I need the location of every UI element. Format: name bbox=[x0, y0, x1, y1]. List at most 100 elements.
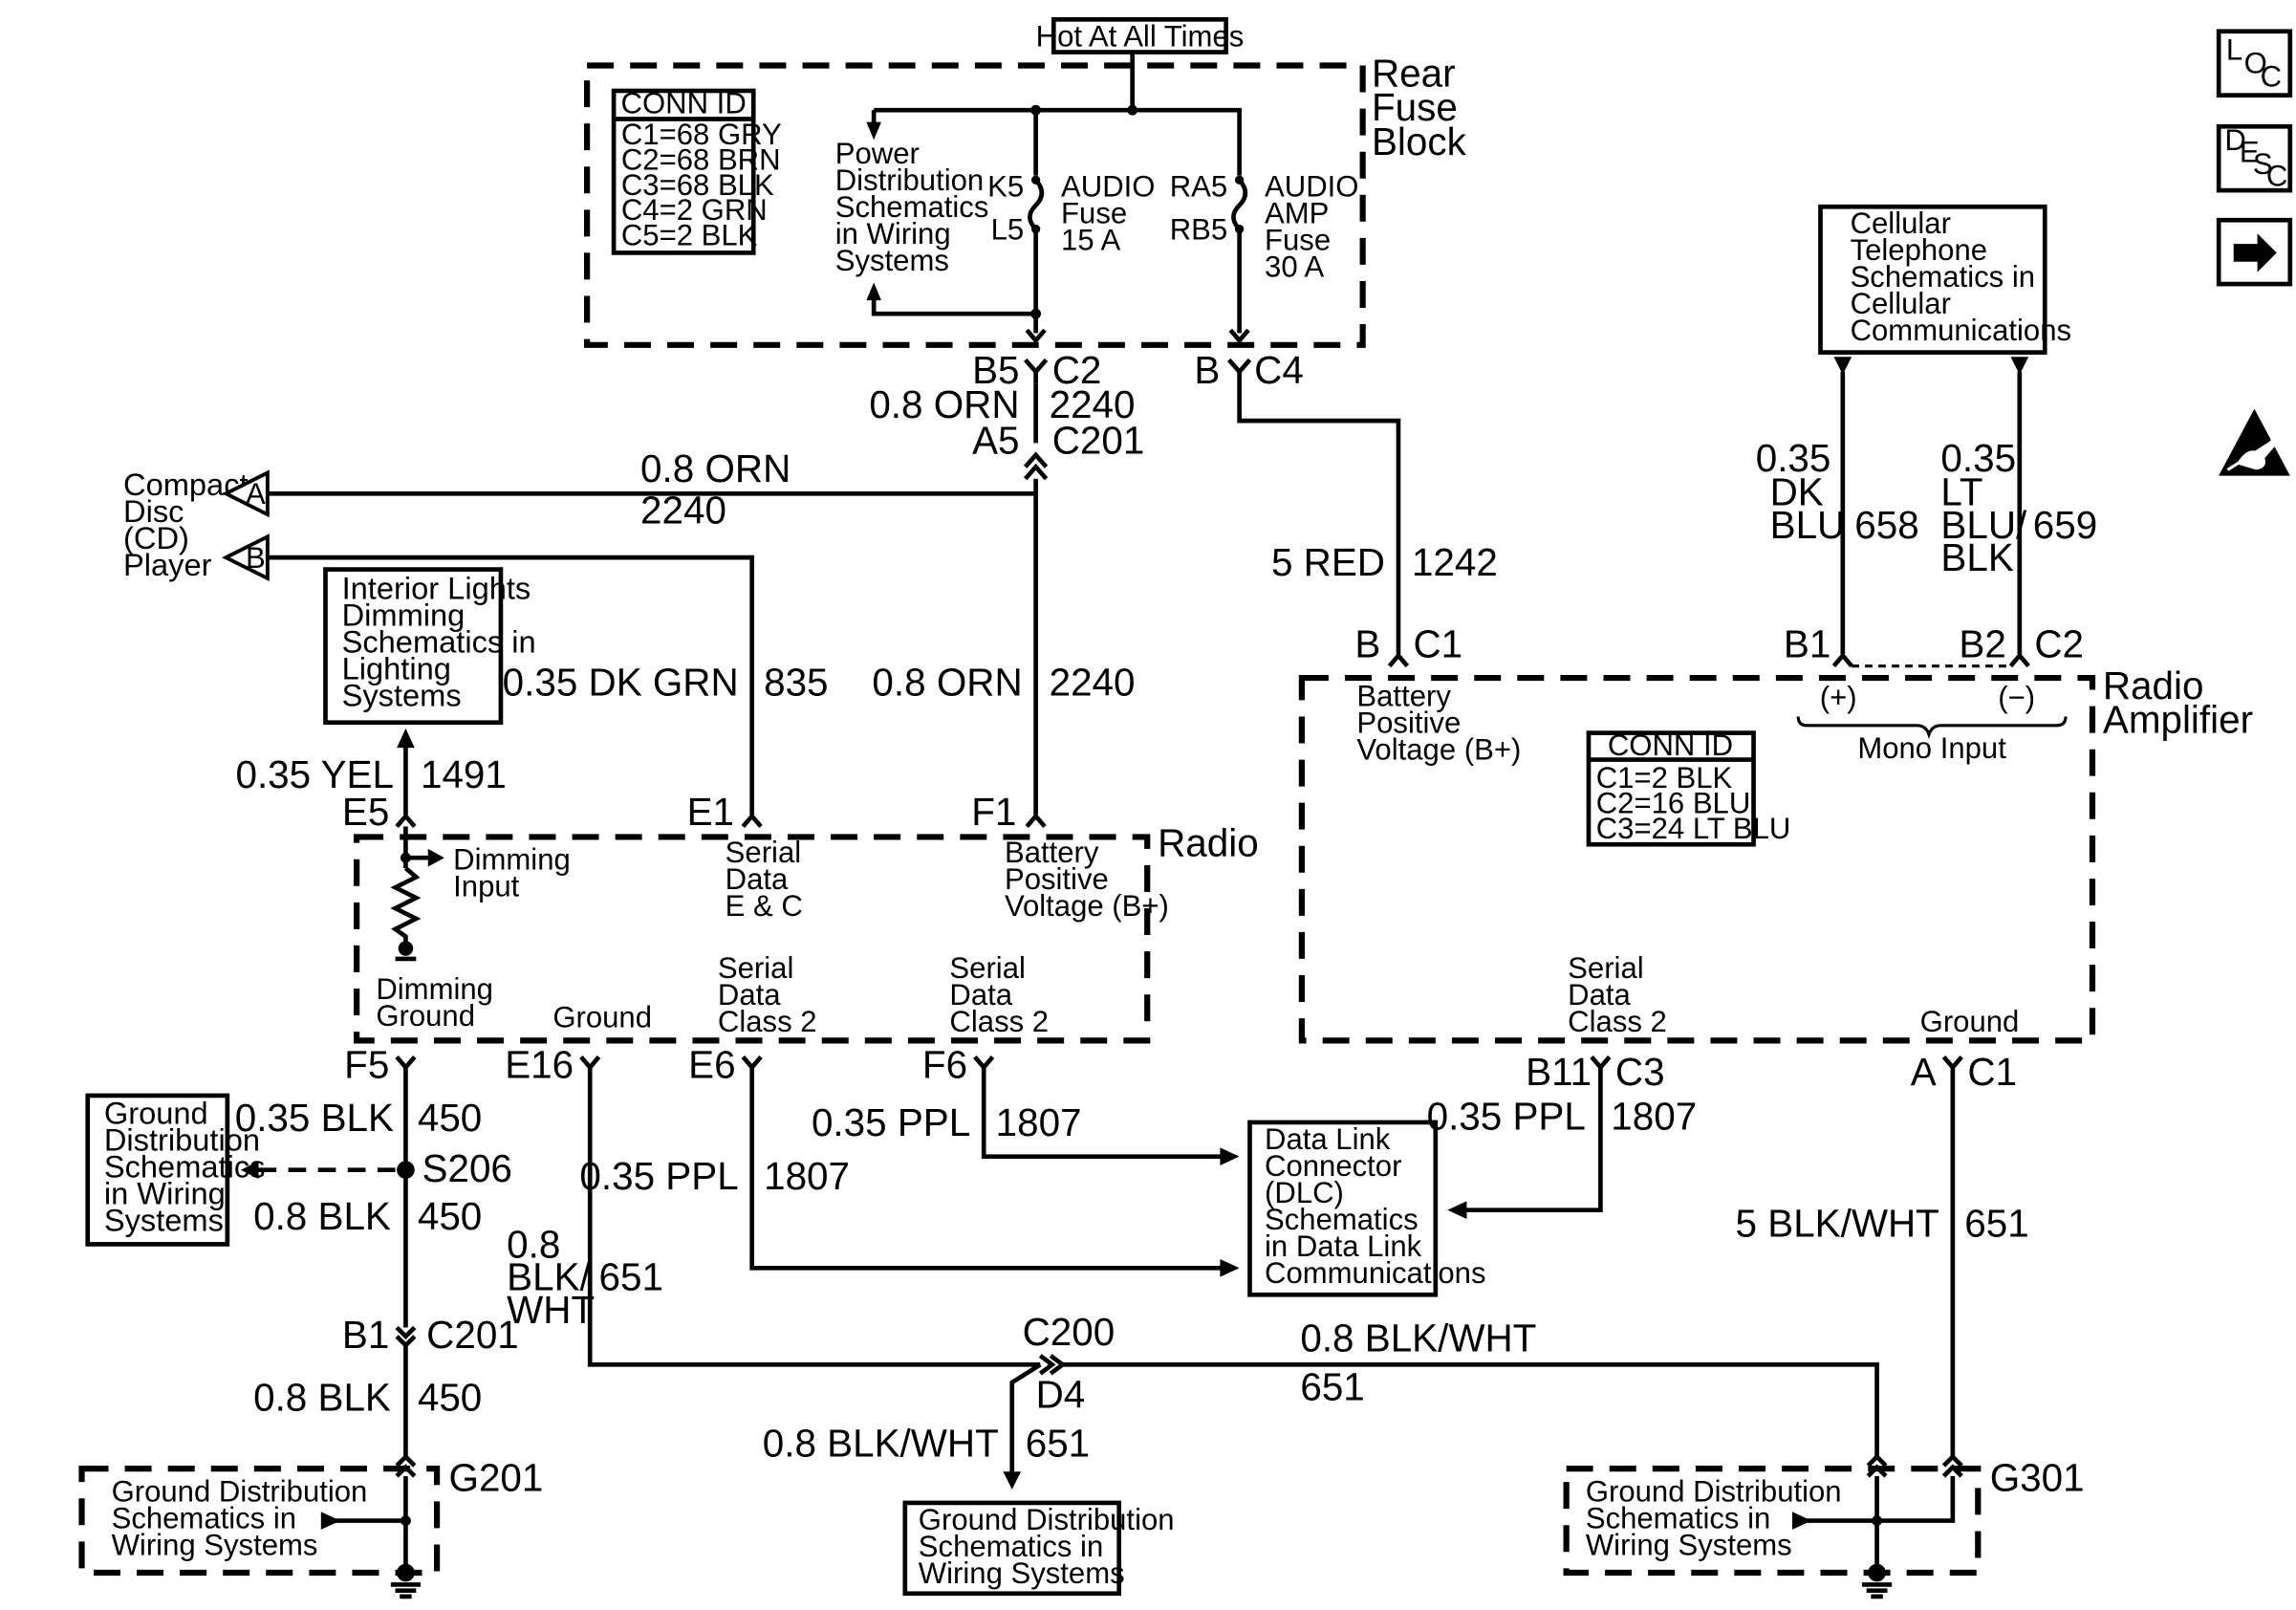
connector-b1-c201: B1 C201 0.8 BLK 450 bbox=[253, 1313, 519, 1457]
svg-text:E: E bbox=[2240, 136, 2260, 169]
svg-text:0.35 PPL: 0.35 PPL bbox=[812, 1100, 970, 1144]
svg-text:Positive: Positive bbox=[1356, 707, 1461, 740]
svg-text:5 RED: 5 RED bbox=[1271, 540, 1385, 584]
svg-text:Systems: Systems bbox=[104, 1202, 224, 1237]
connector-c200-d4: C200 D4 0.8 BLK/WHT 651 bbox=[763, 1310, 1115, 1490]
svg-text:0.8 BLK/WHT: 0.8 BLK/WHT bbox=[1300, 1316, 1536, 1360]
next-arrow-icon-button[interactable] bbox=[2216, 217, 2293, 287]
svg-text:658: 658 bbox=[1854, 503, 1918, 547]
svg-text:Positive: Positive bbox=[1005, 862, 1109, 896]
svg-text:C4: C4 bbox=[1254, 348, 1304, 392]
svg-text:835: 835 bbox=[764, 661, 828, 705]
center-ground-distribution-box: Ground Distribution Schematics in Wiring… bbox=[902, 1500, 1175, 1597]
svg-text:Schematics in: Schematics in bbox=[1851, 260, 2035, 294]
svg-text:Communications: Communications bbox=[1265, 1256, 1485, 1290]
pin-e16: E16 bbox=[505, 1042, 601, 1086]
svg-text:C3: C3 bbox=[1615, 1050, 1665, 1094]
wire-0.8orn-to-cd-player: 0.8 ORN 2240 bbox=[267, 446, 1036, 532]
svg-text:Dimming: Dimming bbox=[342, 598, 466, 633]
ground-g201: G201 Ground Distribution Schematics in W… bbox=[78, 1453, 543, 1599]
svg-text:Ground: Ground bbox=[552, 1000, 652, 1033]
svg-text:0.8 ORN: 0.8 ORN bbox=[872, 661, 1022, 705]
desc-icon-button[interactable]: D E S C bbox=[2216, 123, 2293, 192]
svg-text:Serial: Serial bbox=[949, 951, 1025, 985]
svg-text:B11: B11 bbox=[1526, 1050, 1592, 1094]
cellular-telephone-box: Cellular Telephone Schematics in Cellula… bbox=[1818, 204, 2071, 355]
svg-text:C5=2 BLK: C5=2 BLK bbox=[621, 219, 758, 252]
svg-text:Ground: Ground bbox=[1920, 1005, 2020, 1038]
svg-text:BLU: BLU bbox=[1770, 503, 1846, 547]
svg-text:F6: F6 bbox=[922, 1042, 967, 1086]
svg-text:Battery: Battery bbox=[1005, 836, 1099, 869]
svg-text:1491: 1491 bbox=[421, 752, 507, 796]
svg-text:Fuse: Fuse bbox=[1061, 196, 1127, 229]
svg-text:450: 450 bbox=[418, 1194, 482, 1238]
svg-text:Voltage (B+): Voltage (B+) bbox=[1005, 889, 1169, 923]
svg-text:Schematics: Schematics bbox=[104, 1148, 266, 1184]
svg-text:Amplifier: Amplifier bbox=[2103, 698, 2253, 742]
rear-fuse-block: Rear Fuse Block CONN ID C1=68 GRY C2=68 … bbox=[583, 51, 1467, 348]
svg-text:S: S bbox=[2253, 147, 2273, 181]
svg-text:Fuse: Fuse bbox=[1372, 85, 1458, 129]
svg-text:Distribution: Distribution bbox=[835, 163, 984, 197]
svg-text:L5: L5 bbox=[991, 212, 1025, 246]
svg-text:C1: C1 bbox=[1967, 1050, 2017, 1094]
svg-text:Schematics in: Schematics in bbox=[919, 1530, 1103, 1563]
pin-b-c1: B C1 bbox=[1354, 621, 1462, 668]
svg-text:(CD): (CD) bbox=[123, 520, 189, 555]
svg-text:BLK/: BLK/ bbox=[507, 1255, 591, 1299]
svg-text:C4=2 GRN: C4=2 GRN bbox=[621, 193, 768, 227]
svg-text:AMP: AMP bbox=[1265, 196, 1329, 229]
svg-text:Class 2: Class 2 bbox=[1568, 1005, 1667, 1038]
svg-text:in Data Link: in Data Link bbox=[1265, 1229, 1422, 1263]
pin-b1: B1 bbox=[1784, 621, 1853, 668]
svg-text:Power: Power bbox=[835, 137, 920, 170]
svg-text:C201: C201 bbox=[426, 1313, 519, 1357]
svg-text:Schematics in: Schematics in bbox=[112, 1501, 296, 1534]
svg-text:C3=24 LT BLU: C3=24 LT BLU bbox=[1596, 812, 1791, 845]
svg-text:B: B bbox=[246, 541, 266, 575]
svg-text:Wiring Systems: Wiring Systems bbox=[1586, 1528, 1792, 1561]
svg-text:A: A bbox=[1911, 1050, 1937, 1094]
svg-text:651: 651 bbox=[1026, 1422, 1090, 1466]
svg-text:C3=68 BLK: C3=68 BLK bbox=[621, 168, 774, 202]
svg-text:Ground: Ground bbox=[376, 999, 475, 1033]
svg-text:Cellular: Cellular bbox=[1851, 287, 1951, 320]
svg-text:LT: LT bbox=[1940, 470, 1982, 514]
interior-lights-dimming-box: Interior Lights Dimming Schematics in Li… bbox=[323, 567, 536, 726]
svg-text:Hot At All Times: Hot At All Times bbox=[1036, 19, 1245, 53]
svg-text:in Wiring: in Wiring bbox=[104, 1175, 226, 1210]
loc-icon-button[interactable]: L O C bbox=[2216, 29, 2293, 98]
power-distribution-text: Power Distribution Schematics in Wiring … bbox=[835, 137, 989, 277]
svg-text:Wiring Systems: Wiring Systems bbox=[919, 1556, 1125, 1590]
svg-text:Ground: Ground bbox=[104, 1095, 208, 1130]
wire-0.8blkwht-651-e16: 0.8 BLK/ WHT 651 bbox=[507, 1067, 1041, 1367]
svg-text:0.8 BLK: 0.8 BLK bbox=[253, 1376, 391, 1420]
svg-text:WHT: WHT bbox=[507, 1288, 595, 1332]
wire-0.35yel-1491: 0.35 YEL 1491 bbox=[235, 728, 507, 816]
svg-text:C2: C2 bbox=[2034, 621, 2084, 665]
svg-text:1807: 1807 bbox=[1611, 1095, 1697, 1139]
svg-text:Rear: Rear bbox=[1372, 51, 1456, 95]
svg-text:F5: F5 bbox=[344, 1042, 389, 1086]
radio-amplifier-module: Radio Amplifier B C1 B1 B2 C2 Battery Po… bbox=[1298, 621, 2253, 1094]
svg-text:0.8: 0.8 bbox=[507, 1222, 560, 1266]
svg-text:Communications: Communications bbox=[1851, 314, 2071, 347]
svg-text:AUDIO: AUDIO bbox=[1265, 169, 1358, 203]
svg-text:0.8 BLK: 0.8 BLK bbox=[253, 1194, 391, 1238]
svg-text:C200: C200 bbox=[1023, 1310, 1116, 1354]
svg-text:E & C: E & C bbox=[726, 889, 803, 923]
wire-0.35dkblu-658: 0.35 DK BLU 658 bbox=[1756, 357, 1919, 655]
svg-text:C2=68 BRN: C2=68 BRN bbox=[621, 142, 781, 176]
svg-text:Data: Data bbox=[1568, 978, 1631, 1012]
svg-text:Wiring Systems: Wiring Systems bbox=[112, 1528, 318, 1561]
svg-text:BLU/: BLU/ bbox=[1940, 503, 2027, 547]
pin-b2-c2: B2 C2 bbox=[1959, 621, 2084, 668]
svg-text:Schematics in: Schematics in bbox=[1586, 1501, 1770, 1534]
svg-text:Systems: Systems bbox=[342, 678, 462, 713]
svg-text:Distribution: Distribution bbox=[104, 1121, 260, 1157]
svg-text:30 A: 30 A bbox=[1265, 250, 1324, 283]
svg-text:Cellular: Cellular bbox=[1851, 207, 1951, 240]
svg-text:CONN ID: CONN ID bbox=[621, 86, 747, 120]
